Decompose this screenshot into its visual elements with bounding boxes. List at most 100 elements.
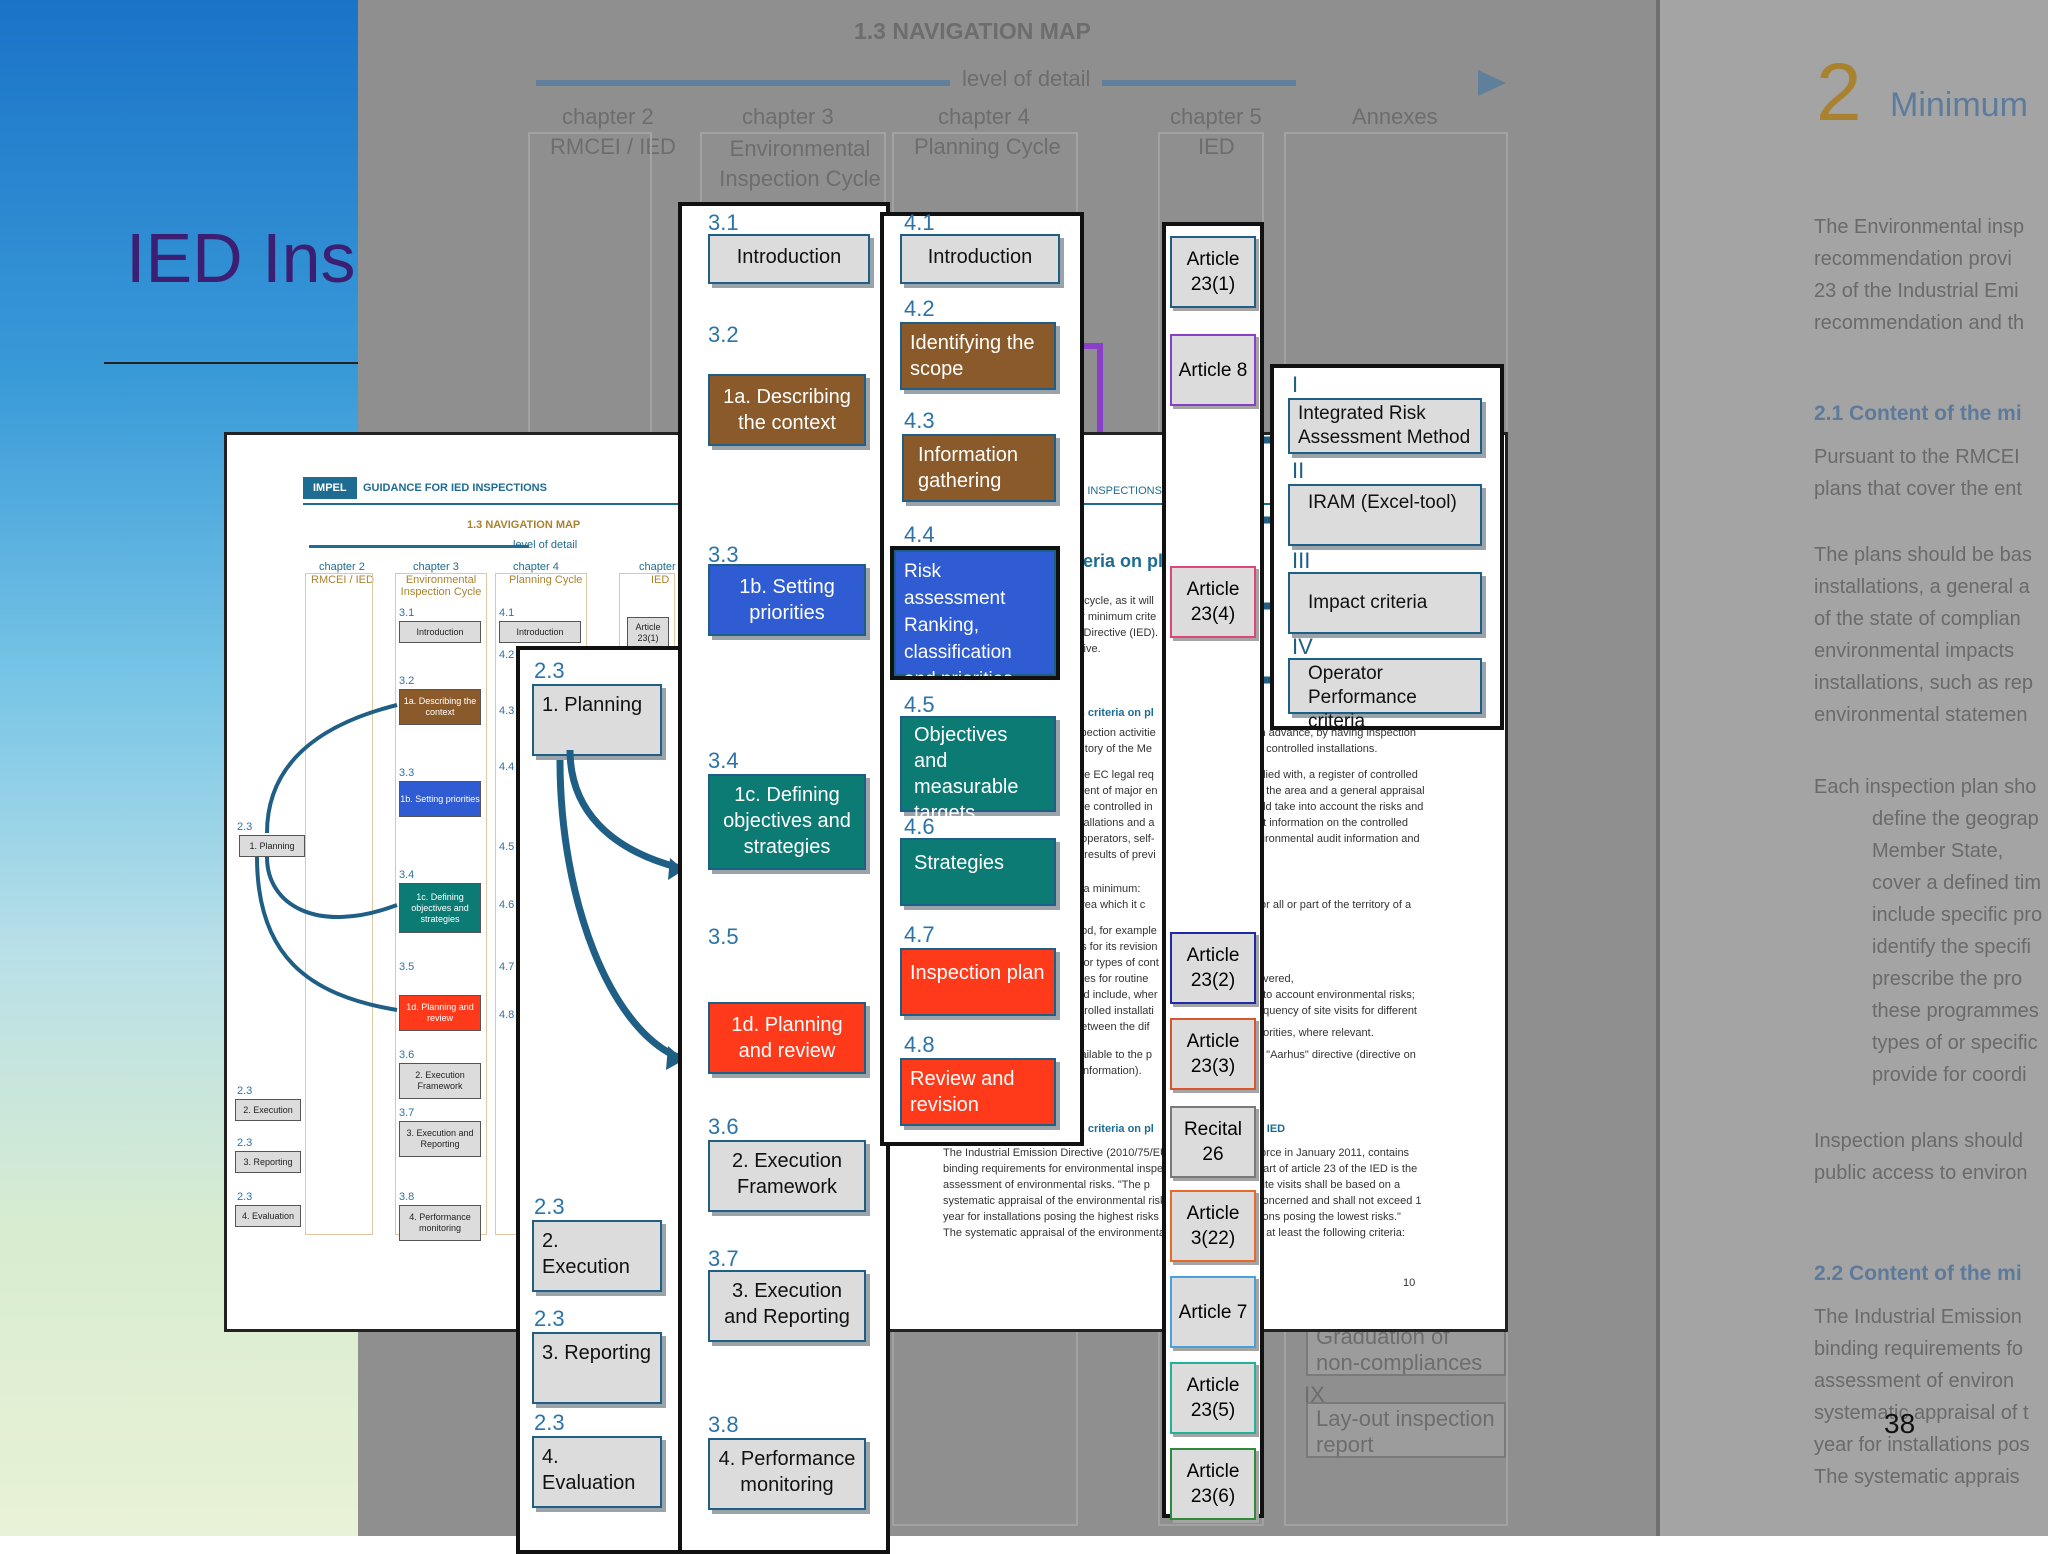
item-number: 4.5 xyxy=(904,692,935,717)
article-box[interactable]: Article 23(4) xyxy=(1170,566,1256,638)
article-box[interactable]: Article 23(5) xyxy=(1170,1362,1256,1434)
box-planning[interactable]: 1. Planning xyxy=(532,684,662,756)
item-number: 4.4 xyxy=(904,522,935,547)
mini-num: 2.3 xyxy=(237,1085,253,1097)
small-page-text: site visits shall be based on a xyxy=(1257,1179,1401,1191)
box-review-revision[interactable]: Review and revision xyxy=(900,1058,1056,1126)
small-page-text: The systematic appraisal of the environm… xyxy=(943,1227,1168,1239)
box-performance-monitoring[interactable]: 4. Performance monitoring xyxy=(708,1438,866,1510)
article-box[interactable]: Article 3(22) xyxy=(1170,1190,1256,1262)
box-label: Objectives and measurable targets xyxy=(914,724,1019,824)
box-label: 1d. Planning and review xyxy=(731,1014,843,1062)
mini-num: 2.3 xyxy=(237,1137,253,1149)
mini-num: 3.3 xyxy=(399,767,415,779)
small-page-text: plied with, a register of controlled xyxy=(1257,769,1418,781)
box-risk-assessment[interactable]: Risk assessment Ranking, classification … xyxy=(890,546,1060,690)
mini-describing: 1a. Describing the context xyxy=(399,689,481,725)
right-page-line: Member State, xyxy=(1872,840,2004,862)
box-setting-priorities[interactable]: 1b. Setting priorities xyxy=(708,564,866,636)
box-strategies[interactable]: Strategies xyxy=(900,838,1056,906)
box-iram-tool[interactable]: IRAM (Excel-tool) xyxy=(1288,484,1482,546)
article-box[interactable]: Article 23(3) xyxy=(1170,1018,1256,1090)
bg-col-chapter: chapter 4 xyxy=(938,104,1030,129)
mini-intro-4: Introduction xyxy=(499,621,581,643)
mini-reporting: 3. Reporting xyxy=(235,1151,301,1173)
small-page-text: The Industrial Emission Directive (2010/… xyxy=(943,1147,1168,1159)
small-page-text: d results of previ xyxy=(1075,849,1156,861)
mini-flow-arrows xyxy=(255,703,398,1012)
level-arrow-line xyxy=(536,80,1296,86)
box-identifying-scope[interactable]: Identifying the scope xyxy=(900,322,1056,390)
article-box[interactable]: Recital 26 xyxy=(1170,1106,1256,1178)
annex-roman: III xyxy=(1292,548,1311,573)
article-box[interactable]: Article 8 xyxy=(1170,334,1256,406)
box-introduction-3[interactable]: Introduction xyxy=(708,234,870,284)
box-label: 4. Evaluation xyxy=(542,1446,636,1494)
item-number: 4.6 xyxy=(904,814,935,839)
box-introduction-4[interactable]: Introduction xyxy=(900,234,1060,284)
box-label: 2. Execution xyxy=(542,1230,630,1278)
box-execution-framework[interactable]: 2. Execution Framework xyxy=(708,1140,866,1212)
article-box[interactable]: Article 23(1) xyxy=(1170,236,1256,308)
box-execution[interactable]: 2. Execution xyxy=(532,1220,662,1292)
mini-num: 4.8 xyxy=(499,1009,515,1021)
right-page-line: provide for coordi xyxy=(1872,1064,2027,1086)
box-label: 1a. Describing the context xyxy=(723,386,851,434)
box-label: Strategies xyxy=(914,852,1005,874)
right-page-line: environmental impacts xyxy=(1814,640,2015,662)
small-page-text: m criteria on pl xyxy=(1075,707,1154,719)
small-col-chapter: chapter 5 xyxy=(639,561,685,573)
box-execution-reporting[interactable]: 3. Execution and Reporting xyxy=(708,1270,866,1342)
page-divider xyxy=(1656,0,1660,1536)
article-box[interactable]: Article 23(6) xyxy=(1170,1448,1256,1520)
small-page-text: s or types of cont xyxy=(1075,957,1159,969)
small-page-text: n cycle, as it will xyxy=(1075,595,1154,607)
box-planning-review[interactable]: 1d. Planning and review xyxy=(708,1002,866,1074)
box-integrated-risk[interactable]: Integrated Risk Assessment Method xyxy=(1288,398,1482,454)
panel-chapter-3: 3.1 Introduction 3.2 1a. Describing the … xyxy=(678,202,890,1554)
mini-setting: 1b. Setting priorities xyxy=(399,781,481,817)
mini-num: 3.2 xyxy=(399,675,415,687)
right-page-line: Each inspection plan sho xyxy=(1814,776,2037,798)
small-col-chapter: chapter 4 xyxy=(513,561,559,573)
right-page-line: 2.1 Content of the mi xyxy=(1814,402,2022,425)
mini-num: 3.7 xyxy=(399,1107,415,1119)
bg-col-chapter: chapter 2 xyxy=(562,104,654,129)
article-box[interactable]: Article 23(2) xyxy=(1170,932,1256,1004)
item-number: 4.8 xyxy=(904,1032,935,1057)
mini-num: 2.3 xyxy=(237,821,253,833)
item-number: 3.3 xyxy=(708,542,739,567)
article-box[interactable]: Article 7 xyxy=(1170,1276,1256,1348)
right-page-line: recommendation and th xyxy=(1814,312,2025,334)
mini-num: 2.3 xyxy=(237,1191,253,1203)
box-impact-criteria[interactable]: Impact criteria xyxy=(1288,572,1482,634)
mini-num: 3.4 xyxy=(399,869,415,881)
item-number: 3.4 xyxy=(708,748,739,773)
small-page-text: binding requirements for environmental i… xyxy=(943,1163,1164,1175)
box-describing-context[interactable]: 1a. Describing the context xyxy=(708,374,866,446)
box-objectives-targets[interactable]: Objectives and measurable targets xyxy=(900,716,1056,824)
small-page-text: or minimum crite xyxy=(1075,611,1157,623)
box-inspection-plan[interactable]: Inspection plan xyxy=(900,948,1056,1016)
right-page-line: public access to environ xyxy=(1814,1162,2028,1184)
box-reporting[interactable]: 3. Reporting xyxy=(532,1332,662,1404)
box-evaluation[interactable]: 4. Evaluation xyxy=(532,1436,662,1508)
box-operator-performance[interactable]: Operator Performance criteria xyxy=(1288,658,1482,732)
bg-col-name: Environmental Inspection Cycle xyxy=(719,136,881,191)
right-page-line: these programmes xyxy=(1872,1000,2039,1022)
small-page-text: e "Aarhus" directive (directive on xyxy=(1257,1049,1416,1061)
box-label: Integrated Risk Assessment Method xyxy=(1298,403,1471,448)
box-information-gathering[interactable]: Information gathering xyxy=(902,434,1056,502)
small-page-text: 10 xyxy=(1403,1277,1416,1289)
small-page-text: nto account environmental risks; xyxy=(1257,989,1415,1001)
small-page-text: in advance, by having inspection xyxy=(1257,727,1416,739)
small-page-text: s a minimum: xyxy=(1075,883,1141,895)
small-page-text: e controlled installations. xyxy=(1257,743,1378,755)
item-number: 2.3 xyxy=(534,1410,565,1435)
box-defining-objectives[interactable]: 1c. Defining objectives and strategies xyxy=(708,774,866,870)
small-page-text: uld include, wher xyxy=(1075,989,1158,1001)
item-number: 3.2 xyxy=(708,322,739,347)
bg-col-name: RMCEI / IED xyxy=(550,134,676,159)
slide-page-number: 38 xyxy=(1884,1408,1916,1439)
